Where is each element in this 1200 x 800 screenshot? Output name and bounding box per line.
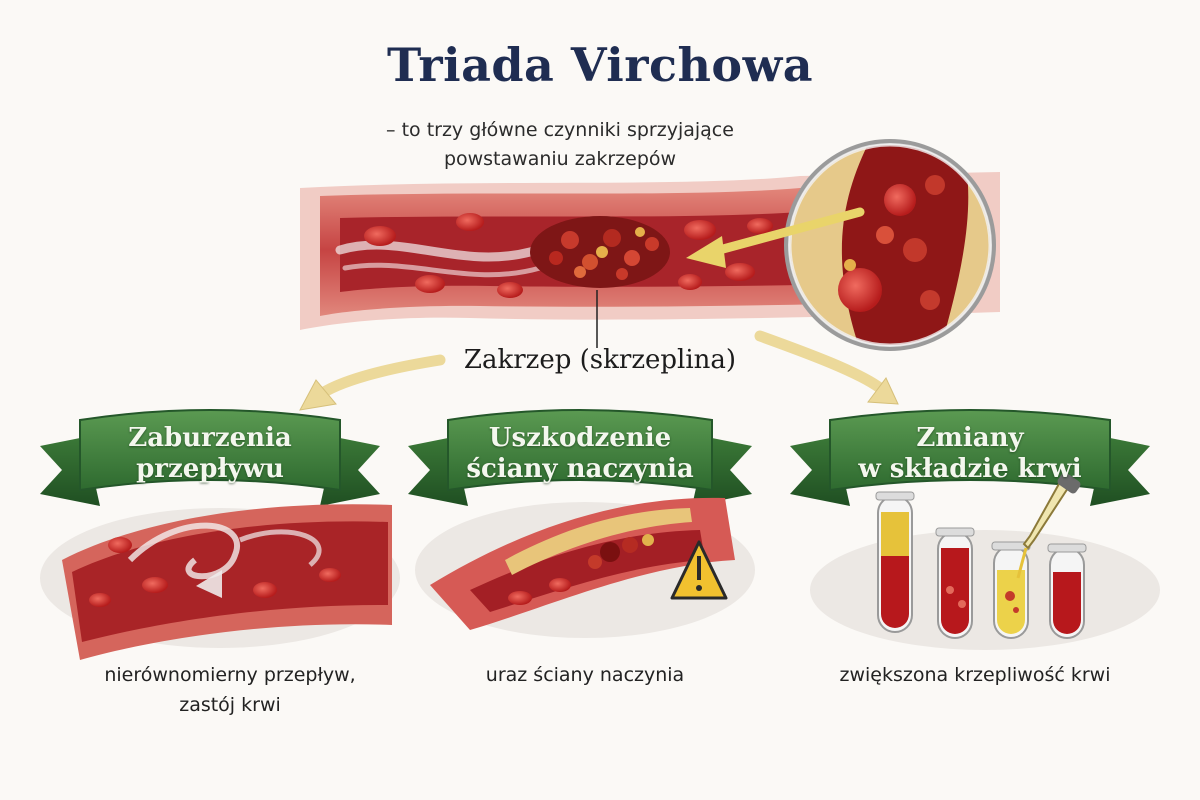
factor-2-title: Uszkodzenie ściany naczynia [430,423,730,485]
pipette-icon [1016,472,1081,579]
factor-2-title-line-2: ściany naczynia [466,454,694,484]
factor-3-title: Zmiany w składzie krwi [820,423,1120,485]
subtitle-line-2: powstawaniu zakrzepów [443,148,677,170]
clot-label: Zakrzep (skrzeplina) [463,345,737,375]
subtitle-line-1: – to trzy główne czynniki sprzyjające [386,119,734,141]
blood-composition-illustration [810,472,1160,650]
banner-2 [408,409,752,506]
banner-1 [40,409,380,506]
factor-1-title: Zaburzenia przepływu [60,423,360,485]
test-tube-icon [935,527,975,639]
factor-3-title-line-2: w składzie krwi [858,454,1082,484]
pointer-arrow-icon [686,207,865,268]
test-tube-icon [875,491,915,633]
banner-3 [790,409,1150,506]
page-title: Triada Virchowa [386,38,813,92]
factor-1-caption-line-2: zastój krwi [179,694,281,716]
subtitle: – to trzy główne czynniki sprzyjające po… [340,116,780,174]
factor-1-caption-line-1: nierównomierny przepływ, [104,664,356,686]
factor-2-caption: uraz ściany naczynia [405,660,765,690]
factor-2-caption-line-1: uraz ściany naczynia [485,664,685,686]
factor-1-title-line-1: Zaburzenia [128,423,292,453]
flow-disturbance-illustration [40,504,400,660]
factor-1-caption: nierównomierny przepływ, zastój krwi [50,660,410,720]
factor-1-title-line-2: przepływu [136,454,284,484]
factor-2-title-line-1: Uszkodzenie [488,423,672,453]
warning-icon [670,540,728,600]
test-tube-icon [1047,543,1087,639]
vessel-wall-damage-illustration [415,497,755,638]
factor-3-caption: zwiększona krzepliwość krwi [795,660,1155,690]
factor-3-title-line-1: Zmiany [916,423,1024,453]
factor-3-caption-line-1: zwiększona krzepliwość krwi [839,664,1111,686]
magnifier-lens [784,139,996,351]
branch-arrows [299,330,899,411]
test-tube-icon [991,541,1031,639]
